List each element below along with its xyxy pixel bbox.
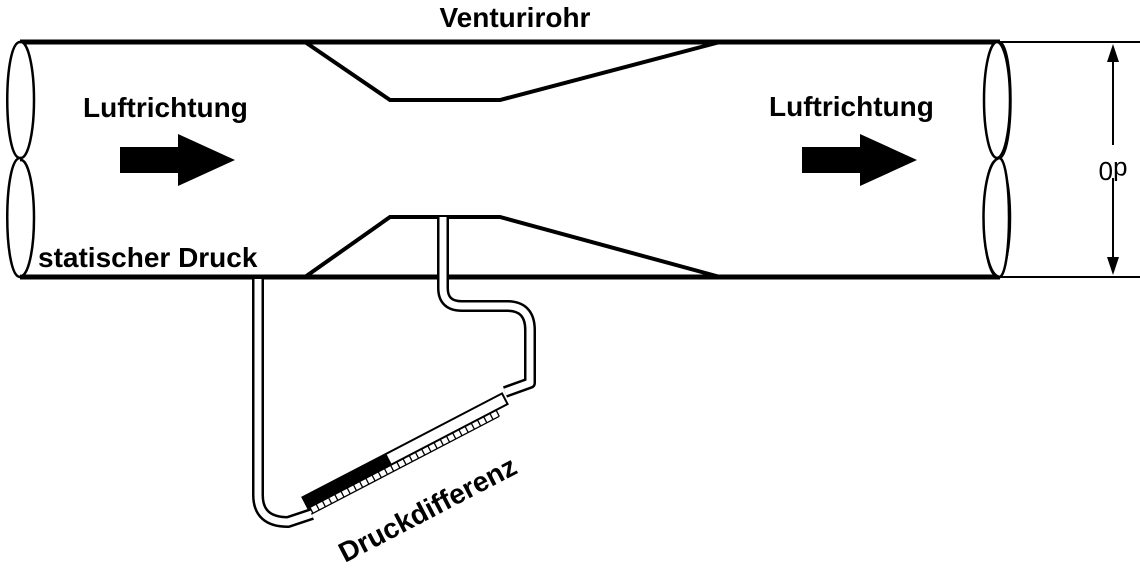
dim-arrowhead-down xyxy=(1107,257,1119,275)
throat-upper-contour xyxy=(303,40,721,102)
scale-tick xyxy=(445,435,451,443)
arrow-right-icon xyxy=(802,134,917,186)
manometer-fluid xyxy=(302,453,392,508)
scale-tick xyxy=(346,487,351,495)
scale-tick xyxy=(427,445,432,453)
scale-tick xyxy=(470,422,476,430)
left-mask xyxy=(0,0,20,290)
scale-tick xyxy=(483,416,488,424)
pipe-end-left-outline xyxy=(6,40,21,279)
venturi-throat xyxy=(303,40,721,279)
scale-tick xyxy=(383,467,389,475)
scale-tick xyxy=(495,409,500,417)
scale-tick xyxy=(358,480,364,488)
scale-tick xyxy=(365,477,370,485)
scale-tick xyxy=(420,448,426,456)
manometer-scale xyxy=(307,409,500,515)
dim-arrowhead-up xyxy=(1107,44,1119,62)
diameter-dimension xyxy=(1000,41,1140,278)
diameter-label: d0 xyxy=(1099,156,1128,186)
scale-tick xyxy=(452,432,457,440)
pipe-end-right-bottom-outline xyxy=(982,156,1011,279)
hose-static xyxy=(252,279,314,528)
scale-bottom-line xyxy=(310,415,500,515)
flow-direction-label-left: Luftrichtung xyxy=(83,92,248,123)
scale-tick xyxy=(464,425,469,433)
scale-tick xyxy=(371,474,376,482)
venturi-tube xyxy=(20,39,1000,280)
scale-tick xyxy=(439,438,444,446)
scale-tick xyxy=(340,490,345,498)
diagram-title: Venturirohr xyxy=(440,2,591,33)
scale-tick xyxy=(334,493,339,501)
scale-tick xyxy=(321,500,327,508)
scale-tick xyxy=(377,471,382,479)
scale-tick xyxy=(396,461,401,469)
scale-tick xyxy=(309,506,314,514)
arrow-right-icon xyxy=(120,134,235,186)
scale-tick xyxy=(315,503,320,511)
scale-tick xyxy=(389,464,395,472)
scale-tick xyxy=(476,419,482,427)
manometer-tubing xyxy=(252,217,536,528)
scale-tick xyxy=(433,442,438,449)
scale-tick xyxy=(458,429,463,437)
throat-lower-contour xyxy=(303,215,721,279)
scale-tick xyxy=(402,458,407,466)
pipe-end-right-top-outline xyxy=(999,40,1012,160)
scale-tick xyxy=(327,497,333,504)
scale-tick xyxy=(352,484,358,491)
flow-direction-label-right: Luftrichtung xyxy=(769,91,934,122)
scale-tick xyxy=(414,451,420,459)
scale-tick xyxy=(489,413,494,420)
scale-tick xyxy=(408,455,413,462)
static-pressure-label: statischer Druck xyxy=(38,242,258,273)
inclined-manometer xyxy=(301,392,509,515)
